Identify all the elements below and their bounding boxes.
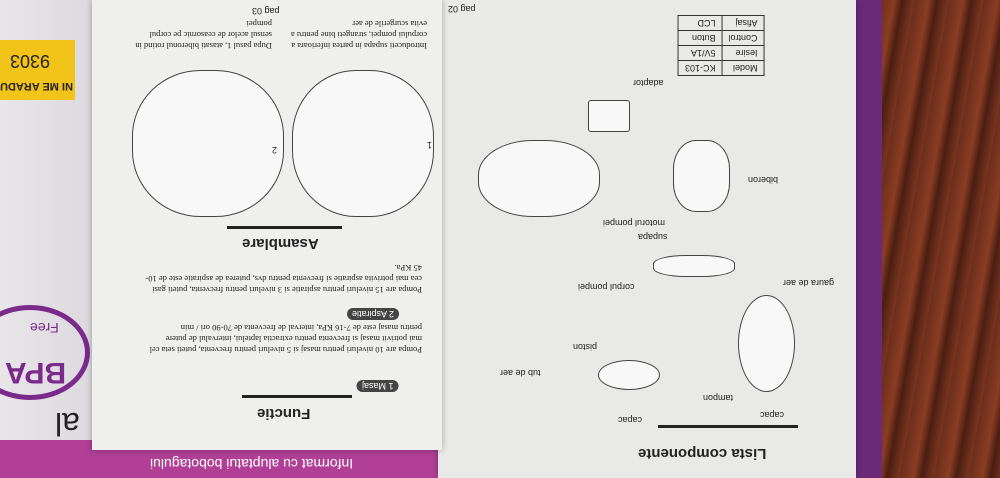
spec-key: Iesire xyxy=(722,45,765,61)
step-1-text: Introduceti supapa in partea inferioara … xyxy=(291,19,427,51)
spec-value: LCD xyxy=(678,15,723,31)
assembly-underline xyxy=(227,226,342,229)
box-purple-edge xyxy=(852,0,882,478)
page-number-left: pag 02 xyxy=(448,4,476,14)
label-adaptor: adaptor xyxy=(633,78,664,88)
bpa-label: BPA xyxy=(5,356,67,389)
free-label: Free xyxy=(30,320,59,336)
label-motorul-pompei: motorul pompei xyxy=(603,218,666,228)
spec-key: Control xyxy=(722,30,765,46)
spec-key: Model xyxy=(722,60,765,76)
cap-drawing xyxy=(738,295,795,392)
label-piston: piston xyxy=(573,342,598,352)
piston-drawing xyxy=(598,360,660,390)
code-text: 9303 xyxy=(10,51,51,71)
label-biberon: biberon xyxy=(748,175,779,185)
label-supapa: supapa xyxy=(638,232,668,242)
page-number-right: pag 03 xyxy=(252,6,280,16)
label-capac-2: capac xyxy=(618,415,643,425)
step-1-number: 1 xyxy=(427,140,433,150)
section-masaj-badge: 1 Masaj xyxy=(357,380,399,392)
box-sticker xyxy=(0,40,75,100)
manual-left-page: Lista componente capac tampon capac tub … xyxy=(438,0,856,478)
section-masaj-text: Pompa are 10 niveluri pentru masaj si 5 … xyxy=(149,323,422,355)
box-bottom-text: Informat cu aluptatui bobotagului xyxy=(150,456,354,472)
label-capac: capac xyxy=(760,410,785,420)
pump-body-drawing xyxy=(653,255,735,277)
manual-right-page: Functie 1 Masaj Pompa are 10 niveluri pe… xyxy=(92,0,442,450)
adaptor-drawing xyxy=(588,100,630,132)
label-corpul-pompei: corpul pompei xyxy=(578,282,635,292)
step-2-text: Dupa pasul 1, atasati biberonul rotind i… xyxy=(135,19,272,51)
step-2-illustration xyxy=(132,70,284,217)
step-1-illustration xyxy=(292,70,434,217)
section-aspiratie-badge: 2 Aspiratie xyxy=(347,308,400,320)
components-title: Lista componente xyxy=(638,445,767,462)
spec-key: Afisaj xyxy=(722,15,765,31)
label-tampon: tampon xyxy=(703,393,734,403)
function-underline xyxy=(242,395,352,398)
pump-unit-drawing xyxy=(478,140,600,217)
title-underline xyxy=(658,425,798,428)
box-partial-text: al xyxy=(55,406,80,442)
spec-value: KC-103 xyxy=(678,60,723,76)
wooden-surface xyxy=(880,0,1000,478)
sticker-text: NI ME ARADU xyxy=(0,80,73,92)
step-2-number: 2 xyxy=(272,145,278,155)
label-gaura-de-aer: gaura de aer xyxy=(783,278,835,288)
label-tub-de-aer: tub de aer xyxy=(500,368,541,378)
bpa-free-badge xyxy=(0,305,90,400)
spec-value: Buton xyxy=(678,30,723,46)
pump-motor-drawing xyxy=(673,140,730,212)
assembly-title: Asamblare xyxy=(242,235,319,252)
function-title: Functie xyxy=(257,405,311,422)
section-aspiratie-text: Pompa are 15 niveluri pentru aspiratie s… xyxy=(145,263,422,295)
spec-value: 5V/1A xyxy=(678,45,723,61)
